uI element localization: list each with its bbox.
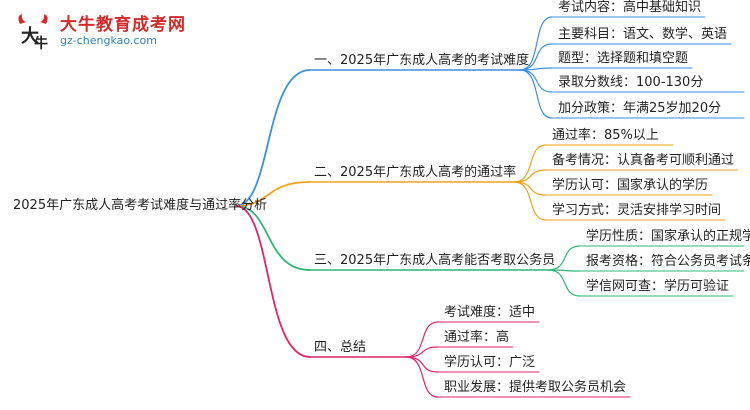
connector-branch-1-leaf-5	[519, 69, 553, 119]
site-name: 大牛教育成考网	[60, 15, 186, 35]
connector-branch-4-leaf-2	[405, 346, 439, 358]
branch-label-1: 一、2025年广东成人高考的考试难度	[314, 53, 530, 68]
leaf-label: 学历性质：国家承认的正规学历	[586, 229, 750, 244]
connector-branch-4-leaf-3	[405, 356, 439, 373]
leaf-label: 报考资格：符合公务员考试条件	[586, 254, 750, 269]
leaf-label: 题型：选择题和填空题	[558, 51, 689, 66]
bull-logo-icon: 大 牛	[18, 14, 48, 52]
leaf-label: 加分政策：年满25岁加20分	[558, 101, 722, 116]
leaf-label: 学历认可：广泛	[444, 355, 536, 370]
branch-label-2: 二、2025年广东成人高考的通过率	[314, 165, 517, 180]
leaf-label: 职业发展：提供考取公务员机会	[444, 380, 627, 395]
site-logo: 大 牛 大牛教育成考网 gz-chengkao.com	[12, 8, 185, 54]
leaf-label: 主要科目：语文、数学、英语	[558, 27, 728, 42]
leaf-label: 学习方式：灵活安排学习时间	[552, 203, 722, 218]
connector-branch-3-leaf-1	[547, 245, 581, 271]
site-url: gz-chengkao.com	[60, 34, 157, 47]
leaf-label: 学历认可：国家承认的学历	[552, 178, 709, 193]
connector-root-branch-3	[235, 205, 311, 271]
connector-branch-2-leaf-2	[513, 169, 547, 183]
connector-root-branch-4	[235, 205, 311, 358]
leaf-label: 学信网可查：学历可验证	[586, 279, 730, 294]
leaf-label: 考试难度：适中	[444, 305, 536, 320]
svg-text:大: 大	[21, 25, 39, 47]
connector-branch-1-leaf-2	[519, 43, 553, 71]
leaf-label: 备考情况：认真备考可顺利通过	[552, 153, 735, 168]
branch-label-3: 三、2025年广东成人高考能否考取公务员	[314, 253, 556, 268]
connector-root-branch-1	[235, 69, 311, 207]
connector-branch-1-leaf-1	[519, 16, 553, 71]
branch-label-4: 四、总结	[314, 340, 367, 355]
connector-branch-2-leaf-1	[513, 144, 547, 183]
leaf-label: 通过率：高	[444, 330, 510, 345]
connector-branch-3-leaf-3	[547, 269, 581, 297]
leaf-label: 录取分数线：100-130分	[558, 75, 704, 90]
mindmap-root: 2025年广东成人高考考试难度与通过率分析	[13, 198, 268, 213]
leaf-label: 通过率：85%以上	[552, 128, 659, 143]
connector-branch-2-leaf-3	[513, 181, 547, 196]
connector-branch-4-leaf-1	[405, 321, 439, 358]
svg-text:牛: 牛	[34, 35, 48, 52]
connector-root-branch-2	[235, 181, 311, 207]
connector-branch-2-leaf-4	[513, 181, 547, 221]
leaf-label: 考试内容：高中基础知识	[558, 0, 702, 15]
connector-branch-4-leaf-4	[405, 356, 439, 398]
